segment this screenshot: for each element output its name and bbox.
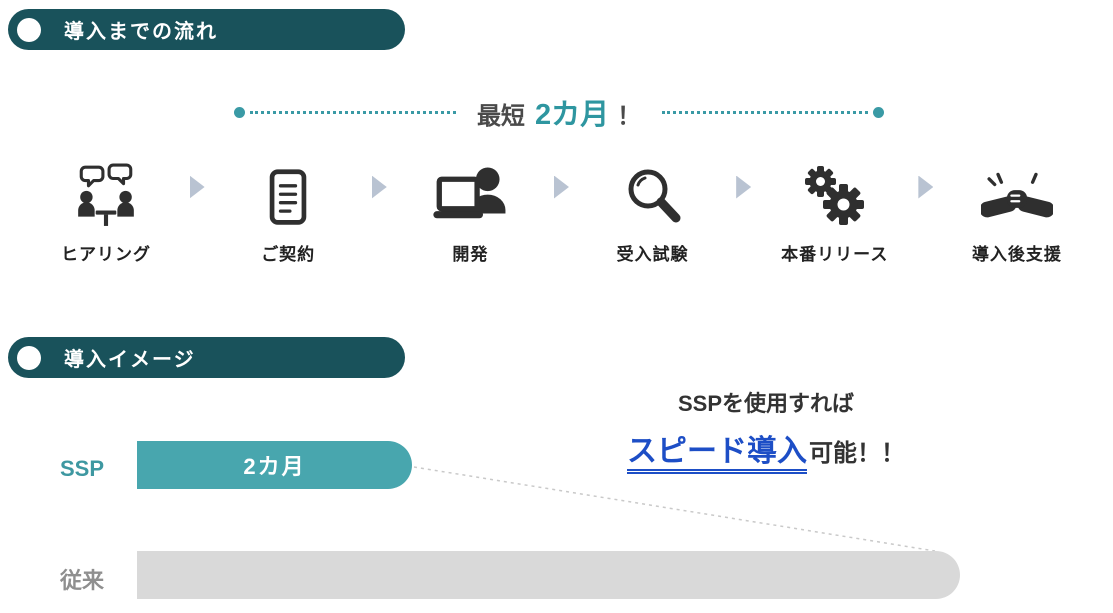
banner-bullet-icon [17,17,41,42]
step-arrow-icon [371,146,387,228]
timeline-suffix: ！ [617,103,642,130]
timeline-dotted-line-left [250,110,456,114]
step-label: 開発 [452,245,489,264]
timeline-dotted-line-right [662,110,869,114]
timeline-endcap-right-icon [873,106,885,118]
conventional-duration-bar [137,551,960,599]
step-arrow-icon [189,146,205,228]
gears-icon [803,146,867,228]
conventional-row-label: 従来 [60,568,105,593]
callout-highlight: スピード導入 [627,435,807,474]
timeline-duration: 2カ月 [534,99,610,131]
step-inspection: 受入試験 [587,146,719,265]
step-label: 受入試験 [616,245,689,264]
step-contract: ご契約 [222,146,354,265]
callout-suffix: 可能！！ [809,440,905,467]
section-header-flow: 導入までの流れ [8,9,405,50]
step-label: 導入後支援 [971,245,1062,264]
timeline-endcap-left-icon [234,106,245,118]
duration-timeline: 最短 2カ月 ！ [234,91,885,133]
speed-callout: SSPを使用すれば スピード導入可能！！ [598,386,934,474]
step-arrow-icon [918,146,934,228]
handshake-icon [980,146,1053,228]
callout-line1: SSPを使用すれば [677,391,855,416]
step-arrow-icon [553,146,569,228]
timeline-text: 最短 2カ月 ！ [461,91,657,133]
contract-icon [258,146,318,228]
development-icon [431,146,509,228]
section-title: 導入イメージ [64,349,196,371]
step-label: ご契約 [261,245,316,264]
hearing-icon [73,146,139,228]
step-release: 本番リリース [769,146,901,265]
step-arrow-icon [736,146,752,228]
step-development: 開発 [404,146,536,265]
step-hearing: ヒアリング [40,146,172,265]
inspection-icon [621,146,685,228]
ssp-bar-label: 2カ月 [243,454,306,479]
process-steps: ヒアリング ご契約 [40,146,1083,265]
callout-line2: スピード導入可能！！ [598,426,934,474]
banner-bullet-icon [17,345,41,370]
ssp-duration-bar: 2カ月 [137,441,412,489]
timeline-prefix: 最短 [476,103,525,130]
step-label: 本番リリース [781,245,889,264]
section-header-image: 導入イメージ [8,337,405,378]
ssp-row-label: SSP [60,456,105,481]
section-title: 導入までの流れ [64,21,218,43]
step-label: ヒアリング [61,245,151,264]
step-support: 導入後支援 [951,146,1083,265]
